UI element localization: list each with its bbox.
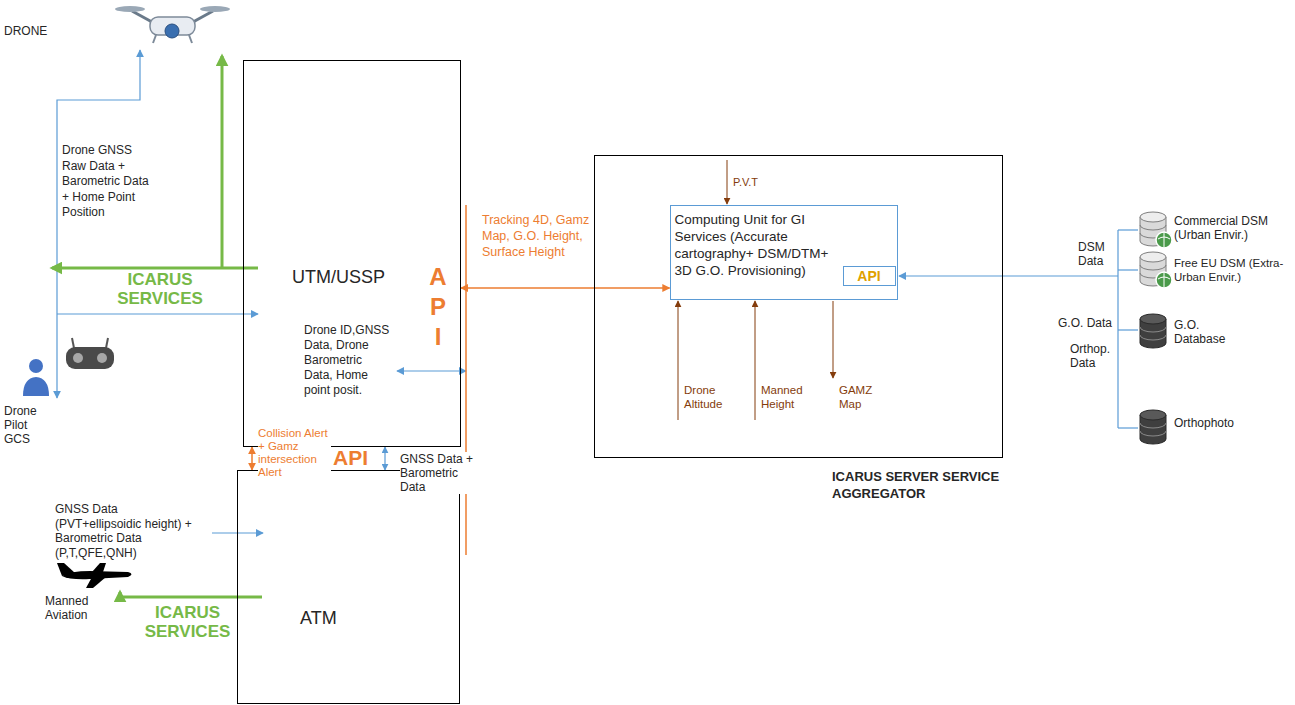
connector bbox=[461, 287, 670, 289]
data-label: DSM Data bbox=[1078, 240, 1114, 268]
box-title: UTM/USSP bbox=[292, 266, 417, 288]
connector bbox=[251, 447, 253, 470]
data-label: G.O. Data bbox=[1058, 316, 1116, 330]
drone-icon bbox=[115, 6, 230, 43]
database-icon bbox=[1140, 314, 1166, 348]
controller-icon bbox=[66, 338, 114, 369]
data-note: Drone GNSS Raw Data + Barometric Data + … bbox=[62, 143, 152, 221]
flow-arrow bbox=[678, 160, 833, 420]
flow-label: GAMZ Map bbox=[839, 383, 884, 411]
device-name: Manned Aviation bbox=[45, 594, 103, 622]
system-box: UTM/USSP Drone ID,GNSS Data, Drone Barome… bbox=[243, 60, 461, 447]
data-note: GNSS Data (PVT+ellipsoidic height) + Bar… bbox=[55, 502, 207, 560]
api-box: API bbox=[843, 266, 896, 286]
system-box: ATM bbox=[237, 470, 460, 704]
device-name: DRONE bbox=[4, 24, 64, 38]
server-box: ICARUS SERVER SERVICE AGGREGATORComputin… bbox=[594, 155, 1003, 458]
api-line bbox=[465, 205, 467, 555]
data-note: Drone ID,GNSS Data, Drone Barometric Dat… bbox=[304, 323, 394, 398]
database-icon bbox=[1140, 410, 1166, 444]
service-label: ICARUS SERVICES bbox=[135, 603, 240, 641]
process-box: Computing Unit for GI Services (Accurate… bbox=[670, 205, 898, 300]
alert-note: Collision Alert + Gamz intersection Aler… bbox=[258, 427, 331, 479]
flow-label: Drone Altitude bbox=[684, 383, 736, 411]
flow-label: Manned Height bbox=[761, 383, 813, 411]
data-line bbox=[57, 50, 1138, 533]
api-name: API bbox=[333, 447, 383, 469]
box-title: ATM bbox=[300, 607, 390, 629]
api-name: API bbox=[844, 267, 895, 285]
data-note: Tracking 4D, Gamz Map, G.O. Height, Surf… bbox=[482, 212, 592, 260]
flow-label: P.V.T bbox=[733, 176, 778, 189]
data-note: GNSS Data + Barometric Data bbox=[400, 452, 482, 494]
database-icon bbox=[1140, 212, 1172, 248]
source-label: Free EU DSM (Extra-Urban Envir.) bbox=[1174, 256, 1291, 284]
api-name: A P I bbox=[427, 262, 449, 352]
service-label: ICARUS SERVICES bbox=[100, 270, 220, 308]
source-label: G.O. Database bbox=[1174, 318, 1244, 346]
device-name: Drone Pilot GCS bbox=[4, 404, 48, 446]
pilot-icon bbox=[23, 359, 49, 396]
aircraft-icon bbox=[57, 563, 132, 588]
box-text: Computing Unit for GI Services (Accurate… bbox=[675, 211, 843, 279]
connector bbox=[384, 447, 385, 470]
box-heading: ICARUS SERVER SERVICE AGGREGATOR bbox=[832, 468, 1022, 502]
source-label: Commercial DSM (Urban Envir.) bbox=[1174, 214, 1286, 242]
service-line bbox=[52, 56, 262, 597]
database-icon bbox=[1140, 252, 1172, 288]
source-label: Orthophoto bbox=[1174, 416, 1264, 430]
data-label: Orthop. Data bbox=[1070, 342, 1116, 370]
